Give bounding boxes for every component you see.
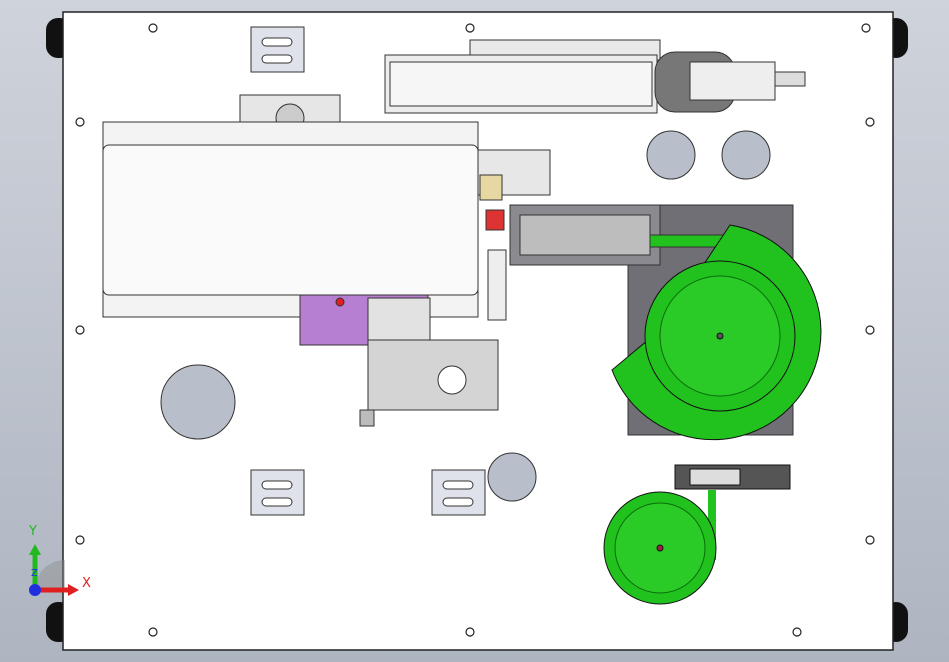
axis-z-label: Z (31, 568, 38, 579)
axis-triad (29, 544, 79, 596)
plate-screws (75, 23, 875, 637)
axis-x-label: X (82, 576, 91, 591)
vibratory-feeder-bowl (611, 224, 822, 441)
small-feeder (603, 464, 791, 605)
top-linear-actuator (384, 39, 806, 114)
plate-holes (160, 130, 771, 502)
left-module (102, 94, 499, 427)
axis-y-label: Y (29, 524, 37, 539)
mount-brackets (250, 26, 486, 516)
